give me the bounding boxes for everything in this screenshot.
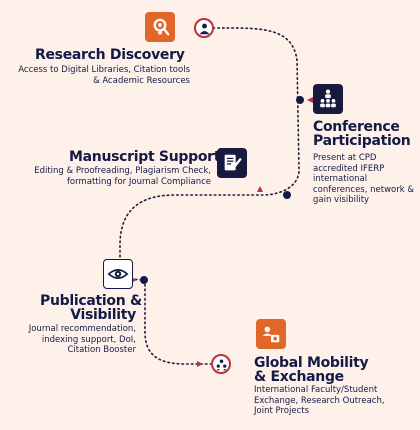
manuscript-support-title: Manuscript Support <box>69 149 221 165</box>
conference-title-line: Conference <box>313 119 400 135</box>
research-discovery-icon-box <box>145 12 175 42</box>
research-discovery-description: Access to Digital Libraries, Citation to… <box>18 65 190 86</box>
path-arrow <box>257 186 263 192</box>
path-dot <box>296 96 304 104</box>
path-dot <box>140 276 148 284</box>
research-discovery-connector-circle <box>194 18 214 38</box>
conference-title-line: Participation <box>313 133 411 149</box>
manuscript-support-icon-box <box>217 148 247 178</box>
publication-visibility-description: Journal recommendation, indexing support… <box>28 324 136 355</box>
conference-participation-description: Present at CPD accredited IFERP internat… <box>313 153 414 205</box>
publication-visibility-title: Publication & Visibility <box>40 294 142 323</box>
dotted-path <box>119 27 300 365</box>
publication-visibility-icon-box <box>103 259 133 289</box>
eye-visibility-icon <box>107 269 129 279</box>
document-edit-icon <box>224 154 242 171</box>
conference-participation-title: Conference Participation <box>313 119 411 149</box>
research-discovery-title: Research Discovery <box>35 47 185 63</box>
lightbulb-search-icon <box>153 18 170 36</box>
path-arrow <box>307 97 313 103</box>
global-mobility-connector-circle <box>211 354 231 374</box>
global-people-exchange-icon <box>262 326 280 343</box>
global-mobility-title-line: & Exchange <box>254 369 344 385</box>
global-mobility-description: International Faculty/Student Exchange, … <box>254 385 385 416</box>
path-arrow <box>197 361 203 367</box>
publication-title-line: Publication & <box>40 293 142 309</box>
publication-title-line: Visibility <box>70 307 136 323</box>
global-mobility-icon-box <box>256 319 286 349</box>
people-group-icon <box>216 358 226 370</box>
global-mobility-title: Global Mobility & Exchange <box>254 355 369 385</box>
path-dot <box>283 191 291 199</box>
presentation-audience-icon <box>320 89 336 108</box>
manuscript-support-description: Editing & Proofreading, Plagiarism Check… <box>34 166 211 187</box>
global-mobility-title-line: Global Mobility <box>254 355 369 371</box>
person-icon <box>199 23 209 34</box>
conference-participation-icon-box <box>313 84 343 114</box>
